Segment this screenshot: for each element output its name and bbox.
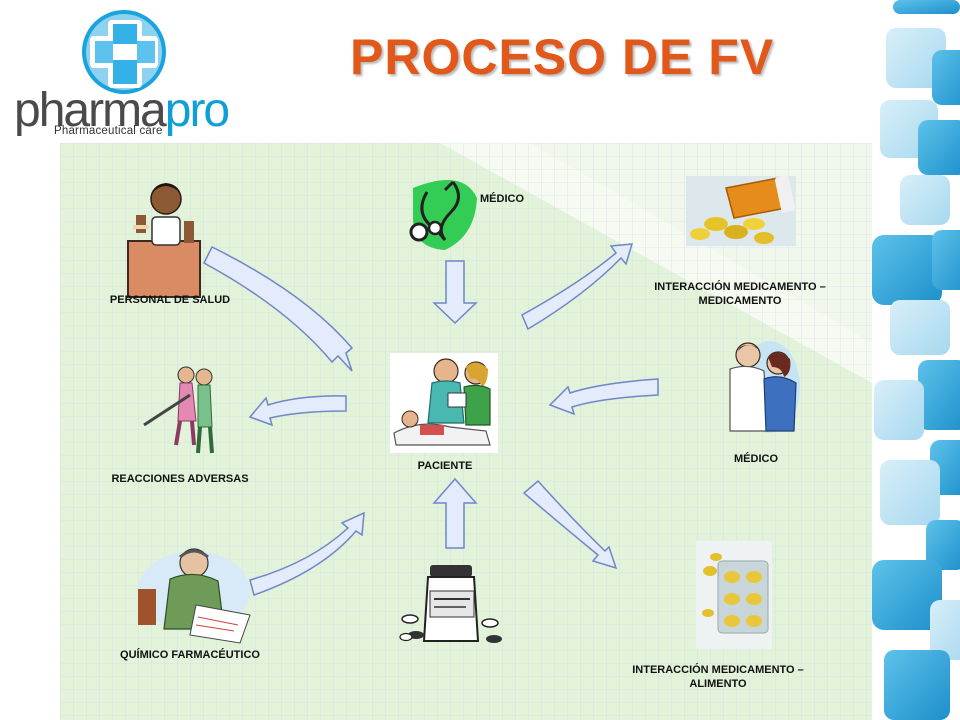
label-interaccion-med-med: INTERACCIÓN MEDICAMENTO – MEDICAMENTO [630,280,850,308]
arrow-paciente-to-interaccion [521,243,634,331]
arrow-personal-to-paciente [203,245,354,372]
label-interaccion-med-med-line1: INTERACCIÓN MEDICAMENTO – [654,281,826,293]
pharmacist-icon [138,548,251,644]
doctor-patient-icon [390,353,498,453]
brand-tagline: Pharmaceutical care [54,125,163,137]
slide-title: PROCESO DE FV [350,29,775,85]
stethoscope-icon [409,180,477,250]
label-medico-right: MÉDICO [734,453,778,465]
arrow-medico-to-paciente [432,260,478,325]
decor-squares [872,0,960,720]
arrow-medico-right-to-paciente [548,378,659,416]
diagram-canvas [60,143,872,720]
label-reacciones-adversas: REACCIONES ADVERSAS [111,473,249,485]
brand-name-part1: pharma [14,86,167,136]
arrow-quimico-to-paciente [249,511,365,596]
adverse-reaction-icon [143,366,214,454]
label-interaccion-med-ali-line1: INTERACCIÓN MEDICAMENTO – [632,664,804,676]
blister-pack-icon [696,541,772,649]
label-quimico-farmaceutico: QUÍMICO FARMACÉUTICO [120,649,260,661]
brand-logo [82,10,166,94]
medicine-bottle-icon [399,565,502,643]
arrow-paciente-to-alimento [522,479,618,570]
logo-cross-icon [82,10,166,94]
label-interaccion-med-alimento: INTERACCIÓN MEDICAMENTO – ALIMENTO [608,663,828,691]
doctor-icon [729,341,800,433]
arrow-medicine-to-paciente [432,477,478,549]
label-personal-de-salud: PERSONAL DE SALUD [109,294,231,306]
label-medico-top: MÉDICO [480,193,524,205]
arrow-paciente-to-reacciones [248,395,347,427]
spilled-pills-icon [686,175,796,246]
fv-process-diagram: PERSONAL DE SALUD MÉDICO INTERACCIÓN MED… [60,143,872,720]
svg-text:pharmapro: pharmapro [14,86,228,136]
label-interaccion-med-ali-line2: ALIMENTO [689,678,747,690]
label-paciente: PACIENTE [417,460,473,472]
brand-wordmark: pharmapro [14,86,230,136]
brand-name-part2: pro [165,86,229,136]
health-worker-icon [127,183,201,298]
label-interaccion-med-med-line2: MEDICAMENTO [698,295,782,307]
